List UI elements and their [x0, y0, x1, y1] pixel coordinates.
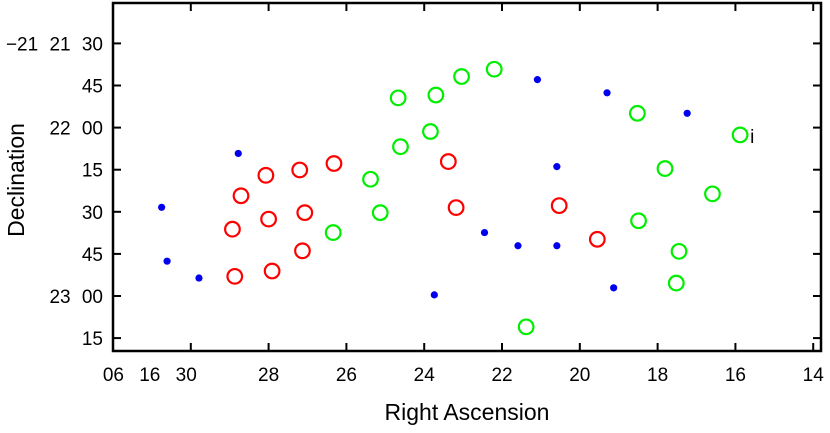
data-point-circle — [453, 68, 470, 85]
data-point-circle — [257, 166, 275, 184]
data-point-circle — [389, 89, 407, 107]
x-axis-label: Right Ascension — [385, 399, 550, 425]
data-point-circle — [550, 197, 568, 215]
data-point-circle — [263, 262, 281, 280]
data-point-circle — [422, 123, 439, 140]
data-point-circle — [588, 230, 606, 248]
data-point-circle — [325, 155, 343, 172]
data-point-dot — [533, 76, 542, 84]
y-tick-label: 30 — [82, 203, 103, 224]
y-tick-label: 22 00 — [49, 119, 103, 140]
y-tick-label: 45 — [82, 77, 103, 98]
y-tick-label: 45 — [82, 245, 103, 266]
x-tick-label: 22 — [491, 365, 512, 386]
x-tick-label: 24 — [414, 365, 436, 386]
data-point-dot — [553, 163, 561, 171]
y-tick-label: −21 21 30 — [6, 34, 103, 55]
data-point-circle — [517, 318, 535, 336]
data-point-circle — [260, 210, 278, 228]
data-point-circle — [447, 199, 465, 216]
data-point-dot — [195, 274, 203, 282]
point-annotation: i — [750, 127, 754, 148]
data-point-circle — [485, 60, 503, 78]
data-point-circle — [362, 170, 379, 188]
data-point-circle — [656, 160, 674, 177]
data-point-dot — [610, 284, 618, 292]
data-point-circle — [296, 204, 314, 222]
data-point-dot — [553, 242, 561, 250]
x-tick-label: 06 16 30 — [103, 365, 197, 386]
y-tick-label: 15 — [82, 161, 103, 182]
y-tick-label: 23 00 — [49, 287, 103, 308]
data-point-circle — [291, 161, 309, 179]
data-point-dot — [603, 89, 611, 97]
data-point-dot — [234, 149, 242, 158]
data-point-circle — [731, 126, 749, 144]
data-point-circle — [371, 204, 389, 222]
plot-frame — [111, 1, 823, 353]
x-tick-label: 26 — [336, 365, 357, 386]
data-point-dot — [514, 242, 522, 250]
x-tick-label: 14 — [803, 365, 825, 386]
data-point-circle — [324, 224, 342, 241]
data-point-dot — [430, 291, 438, 299]
data-point-dot — [683, 109, 691, 117]
y-tick-label: 15 — [82, 329, 103, 350]
data-point-circle — [628, 104, 646, 122]
x-tick-label: 20 — [569, 365, 590, 386]
data-point-dot — [480, 228, 489, 237]
data-point-circle — [630, 212, 647, 230]
x-tick-label: 28 — [258, 365, 279, 386]
y-axis-label: Declination — [3, 123, 29, 237]
data-point-circle — [294, 242, 311, 260]
data-point-circle — [226, 267, 244, 285]
x-tick-label: 16 — [725, 365, 746, 386]
data-point-circle — [427, 86, 445, 104]
data-point-dot — [158, 203, 166, 211]
x-tick-label: 18 — [647, 365, 668, 386]
data-point-circle — [439, 153, 457, 170]
data-point-circle — [224, 220, 241, 238]
data-point-circle — [704, 185, 721, 203]
data-point-circle — [670, 242, 688, 260]
data-point-dot — [163, 257, 171, 265]
data-point-circle — [392, 138, 409, 156]
data-point-circle — [667, 274, 685, 292]
data-point-circle — [232, 187, 250, 205]
